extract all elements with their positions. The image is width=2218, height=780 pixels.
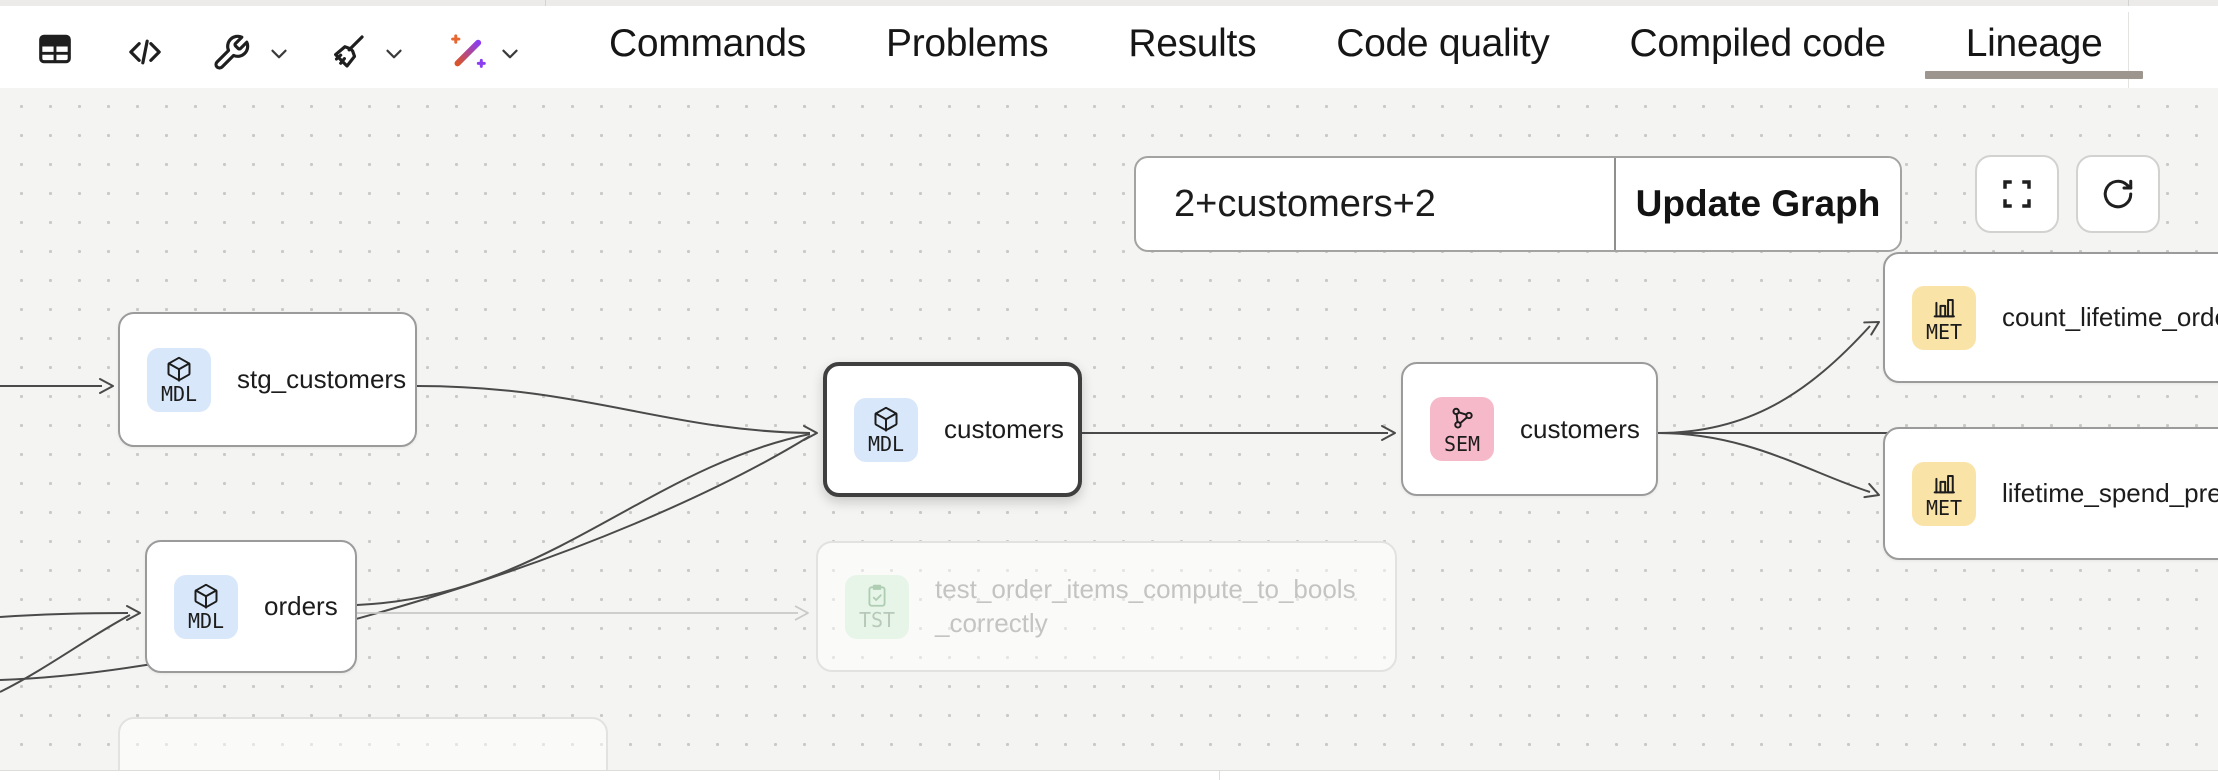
test-badge: TST — [845, 574, 909, 639]
chevron-down-icon — [502, 49, 518, 59]
edge-stg-customers-to-customers — [416, 385, 811, 434]
top-strip-divider — [2128, 0, 2129, 6]
model-badge: MDL — [147, 347, 211, 412]
wrench-icon — [214, 34, 250, 70]
node-label: orders — [264, 591, 338, 621]
badge-label: TST — [858, 608, 896, 632]
edge-offscreen-to-customers — [0, 435, 811, 681]
fit-view-button[interactable] — [1975, 155, 2059, 233]
node-label-line1: test_order_items_compute_to_bools — [935, 574, 1356, 605]
edge-semantic-to-lifetime-spend — [1657, 432, 1871, 493]
code-editor-button[interactable] — [125, 32, 165, 72]
cube-icon — [874, 406, 898, 432]
magic-wand-icon — [451, 34, 486, 68]
lineage-node-orders[interactable]: MDL orders — [145, 540, 357, 673]
top-strip-divider — [545, 0, 546, 6]
lineage-node-customers-model[interactable]: MDL customers — [823, 362, 1082, 497]
cube-icon — [167, 356, 191, 382]
lineage-node-test-partial[interactable]: TST — [118, 717, 608, 770]
clean-dropdown[interactable] — [381, 41, 407, 67]
bottom-strip-divider — [1219, 770, 1220, 780]
model-badge: MDL — [854, 397, 918, 462]
refresh-icon — [2103, 179, 2133, 209]
model-badge: MDL — [174, 574, 238, 639]
node-label: test_order_items_compute_to_bools _corre… — [935, 573, 1356, 640]
lineage-canvas[interactable]: MDL stg_customers MDL orders MDL — [0, 88, 2218, 770]
window-top-strip — [0, 0, 2218, 6]
edge-arrowheads — [99, 321, 1880, 621]
table-view-button[interactable] — [36, 30, 74, 68]
chevron-down-icon — [386, 49, 402, 59]
metric-badge: MET — [1912, 461, 1976, 526]
fit-view-icon — [2003, 180, 2031, 208]
tab-commands[interactable]: Commands — [609, 0, 806, 88]
tab-results[interactable]: Results — [1128, 0, 1256, 88]
build-tools-button[interactable] — [211, 33, 251, 73]
cube-icon — [194, 583, 218, 609]
node-label: lifetime_spend_preta — [2002, 478, 2218, 508]
node-label: stg_customers — [237, 364, 407, 394]
node-label: customers — [944, 414, 1064, 444]
node-label-line2: _correctly — [935, 607, 1048, 638]
clipboard-check-icon — [868, 584, 886, 607]
toolbar-divider — [2128, 12, 2129, 93]
badge-label: MET — [1925, 320, 1963, 344]
lineage-node-stg-customers[interactable]: MDL stg_customers — [118, 312, 417, 447]
lineage-node-test-order-items[interactable]: TST test_order_items_compute_to_bools _c… — [816, 541, 1397, 672]
refresh-graph-button[interactable] — [2076, 155, 2160, 233]
semantic-badge: SEM — [1430, 397, 1494, 461]
chevron-down-icon — [271, 49, 287, 59]
lineage-node-count-lifetime-orders[interactable]: MET count_lifetime_order — [1883, 252, 2218, 383]
node-label: count_lifetime_order — [2002, 302, 2218, 332]
tab-lineage[interactable]: Lineage — [1924, 0, 2144, 88]
lineage-node-lifetime-spend-pretax[interactable]: MET lifetime_spend_preta — [1883, 427, 2218, 560]
tab-problems[interactable]: Problems — [886, 0, 1049, 88]
broom-icon — [334, 35, 364, 68]
ai-assist-dropdown[interactable] — [497, 41, 523, 67]
build-tools-dropdown[interactable] — [266, 41, 292, 67]
update-graph-button[interactable]: Update Graph — [1614, 158, 1900, 250]
top-toolbar — [0, 6, 2218, 93]
badge-label: MDL — [867, 432, 905, 456]
faded-edge-orders-to-test — [357, 605, 809, 621]
badge-label: MDL — [187, 609, 225, 633]
edge-orders-to-customers — [356, 433, 811, 606]
node-label: customers — [1520, 413, 1640, 444]
lineage-edges — [0, 321, 1902, 693]
lineage-node-customers-semantic[interactable]: SEM customers — [1401, 362, 1658, 496]
bar-chart-icon — [1933, 475, 1955, 494]
metric-badge: MET — [1912, 285, 1976, 350]
tab-code-quality[interactable]: Code quality — [1336, 0, 1550, 88]
lineage-query-input[interactable] — [1136, 158, 1614, 250]
network-icon — [1452, 407, 1473, 429]
edge-semantic-to-count-lifetime — [1657, 325, 1871, 434]
edge-into-orders-lower — [0, 614, 131, 693]
badge-label: MDL — [160, 382, 198, 406]
table-icon — [39, 34, 71, 64]
bar-chart-icon — [1933, 299, 1955, 318]
badge-label: MET — [1925, 496, 1963, 520]
tab-compiled-code[interactable]: Compiled code — [1630, 0, 1887, 88]
edge-into-orders — [0, 612, 129, 618]
clean-button[interactable] — [326, 31, 368, 73]
badge-label: SEM — [1443, 431, 1481, 456]
panel-tabs: Commands Problems Results Code quality C… — [609, 0, 2144, 88]
lineage-query-box: Update Graph — [1134, 156, 1902, 252]
bottom-strip — [0, 770, 2218, 780]
code-icon — [129, 39, 161, 65]
ai-assist-button[interactable] — [447, 31, 489, 73]
